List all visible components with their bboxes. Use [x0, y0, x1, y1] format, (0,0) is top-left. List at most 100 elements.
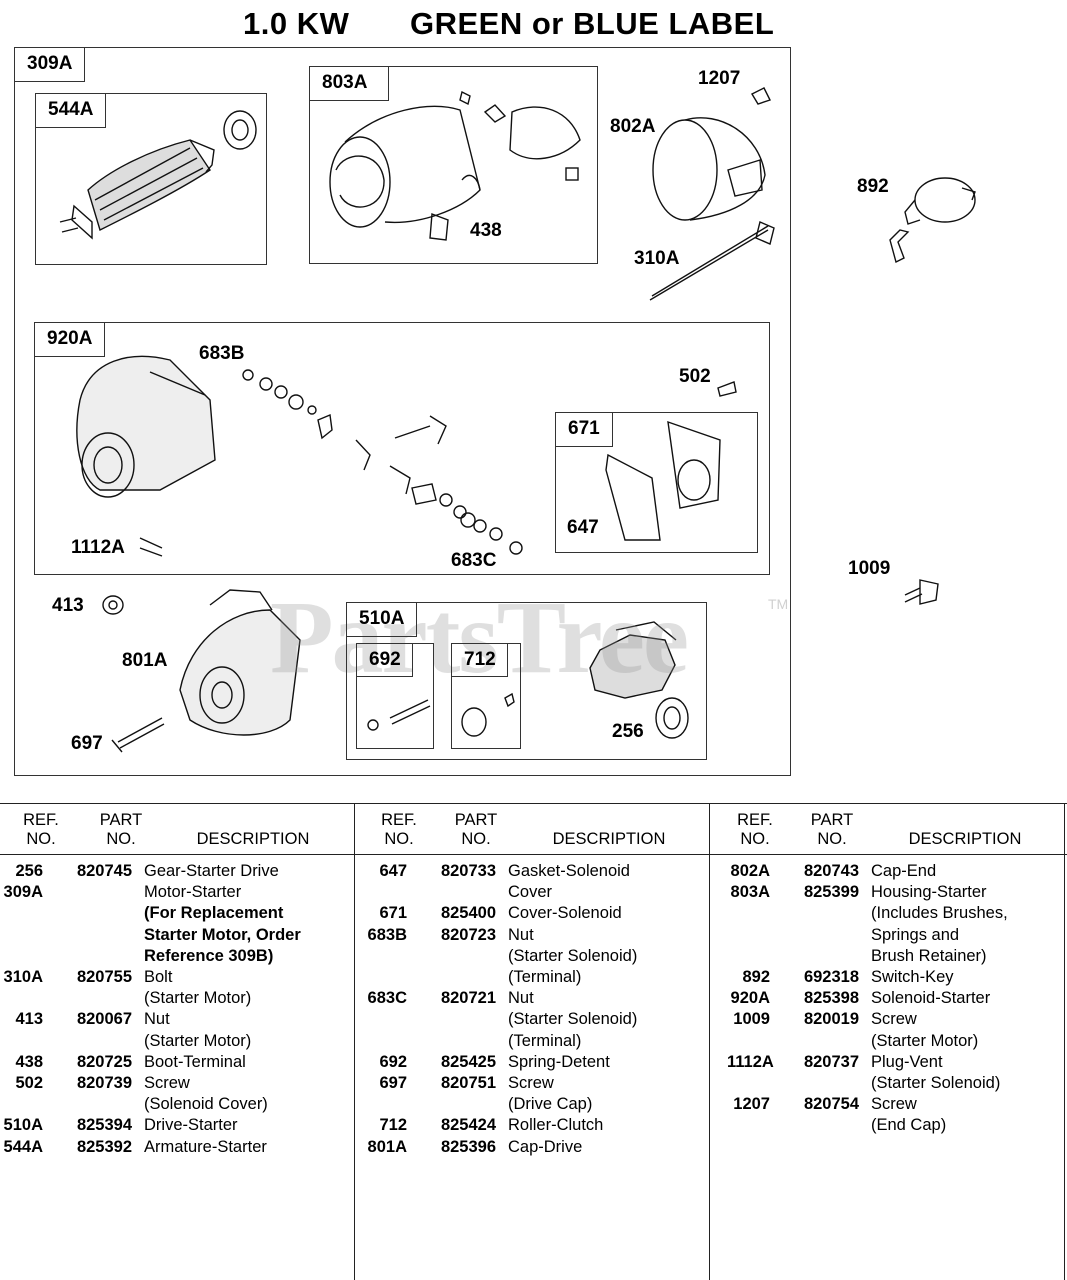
kit-box-671: 671	[555, 412, 758, 553]
table-row: (Starter Motor)	[0, 988, 354, 1009]
part-description: (Solenoid Cover)	[144, 1095, 268, 1114]
part-number: 820019	[803, 1010, 859, 1029]
table-row: Starter Motor, Order	[0, 925, 354, 946]
callout-502: 502	[679, 366, 711, 387]
ref-number: 647	[379, 862, 407, 880]
table-row: (End Cap)	[727, 1115, 1067, 1136]
part-description: (For Replacement	[144, 904, 284, 923]
armature-drawing	[59, 110, 257, 240]
part-number	[784, 903, 871, 924]
ref-number: 683C	[367, 989, 407, 1008]
part-number	[57, 988, 144, 1009]
part-number	[57, 925, 144, 946]
ref-number	[364, 946, 421, 967]
part-description: (Starter Solenoid)	[508, 946, 638, 965]
part-description: Starter Motor, Order	[144, 925, 301, 944]
part-number: 692318	[803, 968, 859, 987]
part-number	[57, 903, 144, 924]
part-number: 820739	[76, 1074, 132, 1093]
callout-256: 256	[612, 721, 644, 742]
part-description: Nut	[144, 1010, 170, 1029]
header-part: PART NO.	[806, 811, 858, 849]
part-description: (Starter Solenoid)	[508, 1010, 638, 1029]
part-description: Screw	[871, 1010, 917, 1029]
ref-number	[0, 946, 57, 967]
parts-table: REF. NO. PART NO. DESCRIPTION 256 820745 G…	[0, 803, 1067, 1280]
nut-413-drawing	[102, 595, 124, 615]
header-description: DESCRIPTION	[546, 830, 672, 849]
housing-drawing	[329, 90, 581, 241]
header-part-line2: NO.	[461, 830, 491, 848]
ref-number	[364, 1031, 421, 1052]
header-description-text: DESCRIPTION	[196, 830, 310, 848]
part-description: (Terminal)	[508, 968, 582, 987]
part-description: Gear-Starter Drive	[144, 862, 279, 880]
ref-number	[727, 925, 784, 946]
ref-number	[0, 925, 57, 946]
part-number: 820751	[440, 1074, 496, 1093]
part-number	[784, 1073, 871, 1094]
screw-1207-drawing	[751, 87, 771, 105]
part-number: 820725	[76, 1052, 132, 1071]
ref-number: 803A	[730, 883, 770, 902]
ref-number: 438	[15, 1052, 43, 1071]
callout-310A: 310A	[634, 248, 680, 269]
table-row: 510A 825394 Drive-Starter	[0, 1115, 354, 1136]
header-part-line1: PART	[454, 811, 498, 829]
header-ref: REF. NO.	[730, 811, 780, 849]
part-number	[784, 946, 871, 967]
part-description: Cap-Drive	[508, 1137, 583, 1156]
table-row: (Terminal)	[364, 1031, 718, 1052]
header-ref-line2: NO.	[26, 830, 56, 848]
part-description: Screw	[871, 1095, 917, 1114]
part-number: 820743	[803, 862, 859, 880]
ref-number: 310A	[3, 968, 43, 987]
table-row: (Starter Solenoid)	[727, 1073, 1067, 1094]
kit-label-510A: 510A	[347, 603, 417, 637]
table-row: 1009 820019 Screw	[727, 1009, 1067, 1030]
header-ref-line2: NO.	[384, 830, 414, 848]
ref-number	[364, 882, 421, 903]
part-number	[784, 925, 871, 946]
ref-number: 1112A	[727, 1052, 774, 1071]
part-number: 820745	[76, 862, 132, 880]
part-number: 825394	[76, 1116, 132, 1135]
end-cap-drawing	[652, 117, 766, 221]
part-description: Reference 309B)	[144, 946, 274, 965]
part-description: (Includes Brushes,	[871, 904, 1008, 923]
header-part: PART NO.	[95, 811, 147, 849]
ref-number: 544A	[3, 1137, 43, 1156]
part-number: 820755	[76, 968, 132, 987]
header-ref-line1: REF.	[381, 811, 417, 829]
kit-label-544A: 544A	[36, 94, 106, 128]
table-row: Reference 309B)	[0, 946, 354, 967]
kit-box-544A: 544A	[35, 93, 267, 265]
ref-number: 256	[15, 862, 43, 880]
table-top-rule	[0, 803, 1067, 804]
drive-gear-drawing	[589, 621, 689, 739]
header-part: PART NO.	[450, 811, 502, 849]
table-row: Springs and	[727, 925, 1067, 946]
part-description: Drive-Starter	[144, 1116, 238, 1135]
ref-number: 510A	[3, 1116, 43, 1135]
kit-box-920A: 920A	[34, 322, 770, 575]
callout-801A: 801A	[122, 650, 168, 671]
screw-697-drawing	[111, 717, 165, 753]
table-row: (Drive Cap)	[364, 1094, 718, 1115]
part-number	[421, 1009, 508, 1030]
table-row: (Starter Motor)	[727, 1031, 1067, 1052]
ref-number: 1009	[733, 1010, 770, 1029]
header-part-line2: NO.	[817, 830, 847, 848]
